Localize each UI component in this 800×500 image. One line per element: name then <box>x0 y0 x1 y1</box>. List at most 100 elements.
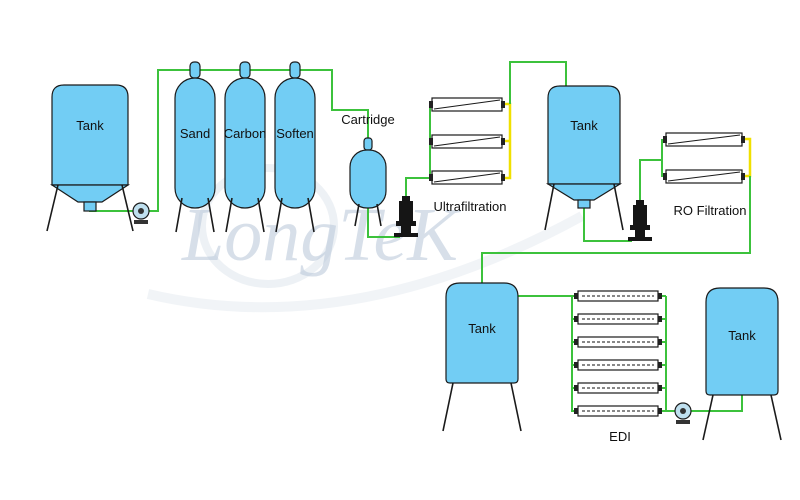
ro-module-2 <box>663 169 745 184</box>
pump-flange <box>630 225 650 230</box>
ro-port-left <box>663 173 667 180</box>
watermark-swoosh <box>146 211 585 313</box>
watermark-ring <box>198 164 338 288</box>
edi-port-left <box>574 339 578 345</box>
pipe-ro-outlet-yellow <box>742 137 752 178</box>
ro-port-right <box>741 136 745 143</box>
edi-module-1 <box>574 290 662 302</box>
vessel-leg-left <box>225 197 233 233</box>
tank-cone <box>49 184 131 203</box>
watermark-text: LongTeK <box>181 193 461 277</box>
tank-label: Tank <box>570 118 598 133</box>
vessel-cap <box>289 61 301 79</box>
tank-label: Tank <box>76 118 104 133</box>
ro-port-right <box>741 173 745 180</box>
ro-module-1 <box>663 132 745 147</box>
buffer-tank: Tank <box>544 85 624 231</box>
pump-column <box>635 230 645 237</box>
vessel-cap <box>189 61 201 79</box>
edi-module-3 <box>574 336 662 348</box>
raw-water-tank: Tank <box>46 84 134 232</box>
pump-impeller <box>680 408 686 414</box>
tank-cone <box>545 183 623 201</box>
vessel-leg-right <box>376 203 382 227</box>
ro-label: RO Filtration <box>674 203 747 218</box>
uf-module-2 <box>429 134 505 149</box>
pump-foot <box>394 233 418 237</box>
vessel-cap <box>363 137 373 151</box>
pipe-cartridge-to-pump2 <box>367 206 400 238</box>
edi-port-right <box>658 316 662 322</box>
vessel-body <box>274 77 316 209</box>
watermark: LongTeK <box>146 164 585 313</box>
tank-outlet <box>577 199 591 209</box>
edi-port-left <box>574 408 578 414</box>
pipe-uf-to-buffertank <box>509 61 567 104</box>
vessel-leg-left <box>175 197 183 233</box>
uf-label: Ultrafiltration <box>434 199 507 214</box>
tank-leg-left <box>46 184 59 232</box>
pump-base <box>134 220 148 224</box>
tank-label: Tank <box>468 321 496 336</box>
edi-port-right <box>658 362 662 368</box>
carbon-filter-vessel: Carbon <box>224 61 267 233</box>
ro-membrane-line <box>667 171 741 182</box>
edi-module-4 <box>574 359 662 371</box>
vessel-body <box>224 77 266 209</box>
edi-port-right <box>658 293 662 299</box>
pump-base <box>676 420 690 424</box>
pipe-pump3-to-ro <box>639 159 662 201</box>
pipe-pump2-to-uf-manifold <box>405 104 431 197</box>
vessel-body <box>349 149 387 209</box>
uf-port-left <box>429 101 433 108</box>
pipe-pump4-to-puretank <box>691 394 743 412</box>
uf-port-right <box>501 138 505 145</box>
pipe-rotank-to-edi-left-manifold <box>518 295 578 412</box>
tank-body <box>51 84 129 186</box>
pump-top-cap <box>402 196 410 201</box>
pump-foot <box>628 237 652 241</box>
tank-leg-left <box>702 394 714 441</box>
uf-port-right <box>501 174 505 181</box>
vessel-body <box>174 77 216 209</box>
vessel-leg-right <box>207 197 215 233</box>
pure-water-tank: Tank <box>702 287 782 441</box>
vessel-leg-right <box>257 197 265 233</box>
vessel-label: Carbon <box>224 126 267 141</box>
tank-body <box>445 282 519 384</box>
ultrafiltration-unit: Ultrafiltration <box>429 97 507 214</box>
uf-port-left <box>429 174 433 181</box>
tank-leg-right <box>613 183 624 231</box>
uf-membrane-line <box>433 136 501 147</box>
pump-motor <box>633 205 647 225</box>
feed-pump <box>132 202 150 224</box>
edi-port-left <box>574 316 578 322</box>
vessel-leg-left <box>354 203 360 227</box>
uf-membrane-line <box>433 99 501 110</box>
edi-port-right <box>658 339 662 345</box>
edi-port-left <box>574 385 578 391</box>
high-pressure-pump-1 <box>394 196 418 237</box>
pump-top-cap <box>636 200 644 205</box>
softener-vessel: Soften <box>274 61 316 233</box>
ro-membrane-line <box>667 134 741 145</box>
vessel-label: Sand <box>180 126 210 141</box>
edi-module-5 <box>574 382 662 394</box>
transfer-pump <box>674 402 692 424</box>
uf-port-right <box>501 101 505 108</box>
cartridge-label: Cartridge <box>341 112 394 127</box>
ro-water-tank: Tank <box>442 282 522 432</box>
tank-body <box>547 85 621 185</box>
pump-column <box>401 226 411 233</box>
edi-module-2 <box>574 313 662 325</box>
tank-leg-right <box>770 394 782 441</box>
tank-outlet <box>83 201 97 212</box>
uf-module-1 <box>429 97 505 112</box>
vessel-label: Soften <box>276 126 314 141</box>
edi-port-right <box>658 408 662 414</box>
tank-label: Tank <box>728 328 756 343</box>
pipe-ro-to-rotank <box>481 176 751 285</box>
edi-port-right <box>658 385 662 391</box>
pump-motor <box>399 201 413 221</box>
